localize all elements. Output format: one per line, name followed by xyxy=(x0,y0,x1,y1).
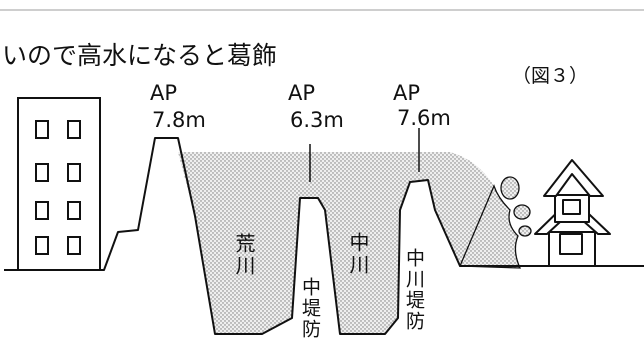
building-icon xyxy=(17,97,101,271)
nakagawa-levee-label: 中川堤防 xyxy=(403,248,425,332)
ground-profile xyxy=(4,137,644,335)
height-label-ap: AP xyxy=(150,81,177,105)
arakawa-water xyxy=(178,152,497,334)
arakawa-label: 荒川 xyxy=(232,233,256,277)
spray-drop xyxy=(513,204,531,220)
spray-drop xyxy=(500,176,520,200)
height-label-value: 6.3m xyxy=(290,108,344,132)
house-icon xyxy=(534,159,611,267)
spray-drop xyxy=(518,225,532,237)
nakagawa-label: 中川 xyxy=(346,232,370,276)
caption-text: いので高水になると葛飾 xyxy=(2,41,277,70)
overflow-spray xyxy=(459,184,522,269)
height-label-ap: AP xyxy=(288,81,315,105)
height-label-ap: AP xyxy=(393,81,420,105)
height-label-value: 7.8m xyxy=(152,108,206,132)
figure-number: （図３） xyxy=(512,65,588,87)
height-label-value: 7.6m xyxy=(397,106,451,130)
center-levee-label: 中堤防 xyxy=(299,277,321,340)
